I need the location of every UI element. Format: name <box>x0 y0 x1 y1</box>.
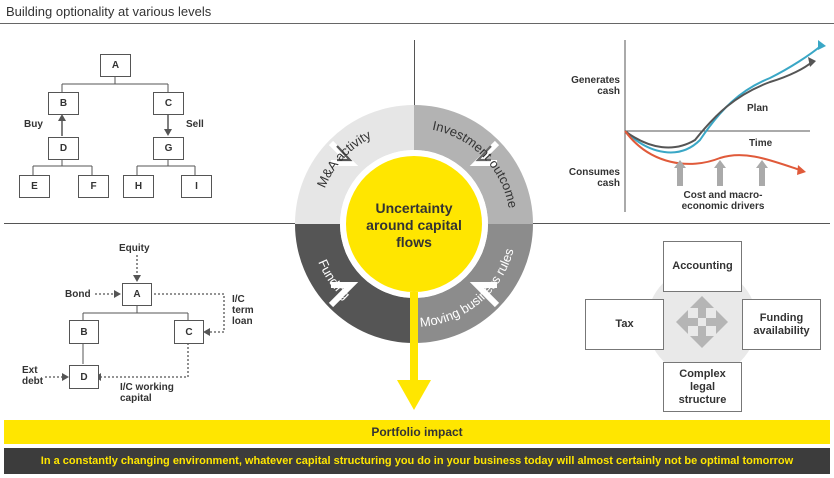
ext-debt-label: Ext debt <box>22 365 44 387</box>
plan-line <box>624 61 813 149</box>
four-way-arrow-icon <box>676 296 728 348</box>
title-divider <box>0 23 834 24</box>
chevron-arrow-icon <box>328 140 500 308</box>
time-label: Time <box>749 138 773 149</box>
accounting-box: Accounting <box>663 241 742 292</box>
tree-node-g: G <box>153 137 184 160</box>
uncertainty-core <box>346 156 482 292</box>
page-title: Building optionality at various levels <box>6 4 212 19</box>
plan-label: Plan <box>747 103 769 114</box>
funding-availability-box: Funding availability <box>742 299 821 350</box>
structure-node-c: C <box>174 320 204 344</box>
tax-box: Tax <box>585 299 664 350</box>
generates-cash-label: Generates cash <box>571 75 620 97</box>
tree-node-a: A <box>100 54 131 77</box>
cost-drivers-label: Cost and macro- economic drivers <box>681 190 765 212</box>
tree-node-i: I <box>181 175 212 198</box>
equity-label: Equity <box>119 243 150 254</box>
ic-working-capital-label: I/C working capital <box>120 382 174 404</box>
sell-label: Sell <box>186 119 204 130</box>
complex-legal-structure-box: Complex legal structure <box>663 362 742 412</box>
tree-node-d: D <box>48 137 79 160</box>
portfolio-impact-bar: Portfolio impact <box>4 420 830 444</box>
ic-term-loan-label: I/C term loan <box>232 294 254 327</box>
cost-drivers-arrow-icon <box>674 160 768 186</box>
tree-node-b: B <box>48 92 79 115</box>
tree-node-h: H <box>123 175 154 198</box>
tree-node-c: C <box>153 92 184 115</box>
consumes-cash-label: Consumes cash <box>568 167 620 189</box>
bond-label: Bond <box>65 289 91 300</box>
structure-node-b: B <box>69 320 99 344</box>
buy-label: Buy <box>24 119 43 130</box>
footer-statement: In a constantly changing environment, wh… <box>4 448 830 474</box>
tree-node-e: E <box>19 175 50 198</box>
circle-center-text: Uncertainty around capital flows <box>366 200 462 250</box>
structure-node-a: A <box>122 283 152 306</box>
tree-node-f: F <box>78 175 109 198</box>
structure-node-d: D <box>69 365 99 389</box>
red-line <box>624 130 801 171</box>
